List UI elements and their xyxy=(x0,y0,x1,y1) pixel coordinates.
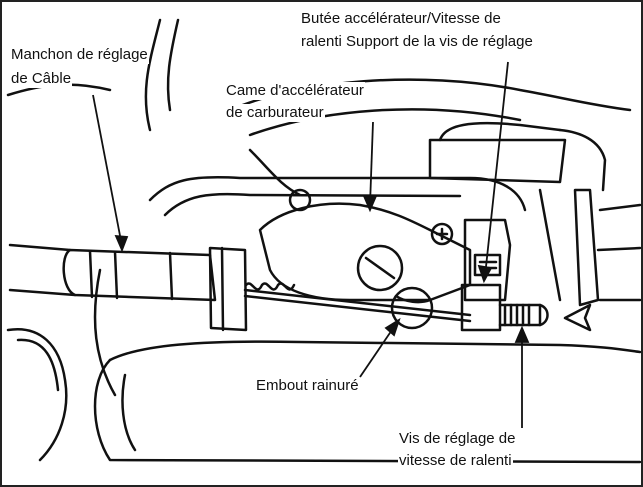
arrow-grooved-end xyxy=(384,317,401,337)
arrow-throttle-cam xyxy=(362,195,378,213)
label-throttle-cam-line2: de carburateur xyxy=(225,104,325,122)
label-cable-sleeve-line1: Manchon de réglage xyxy=(10,46,149,64)
arrow-cable-sleeve xyxy=(114,234,129,253)
leader-lines xyxy=(92,61,530,428)
label-idle-screw-line1: Vis de réglage de xyxy=(398,430,517,448)
label-throttle-cam-line1: Came d'accélérateur xyxy=(225,82,365,100)
label-cable-sleeve-line2: de Câble xyxy=(10,70,73,88)
label-grooved-end: Embout rainuré xyxy=(255,377,360,395)
leader-grooved-end xyxy=(359,323,397,378)
label-idle-screw-line2: vitesse de ralenti xyxy=(398,452,513,470)
leader-throttle-cam xyxy=(369,121,374,206)
label-throttle-stop-line2: ralenti Support de la vis de réglage xyxy=(300,33,534,51)
arrow-throttle-stop xyxy=(477,264,493,284)
leader-cable-sleeve xyxy=(92,94,123,247)
leader-throttle-stop xyxy=(484,61,509,277)
label-throttle-stop-line1: Butée accélérateur/Vitesse de xyxy=(300,10,502,28)
engine-outline xyxy=(6,18,642,464)
arrow-idle-screw xyxy=(514,325,530,343)
